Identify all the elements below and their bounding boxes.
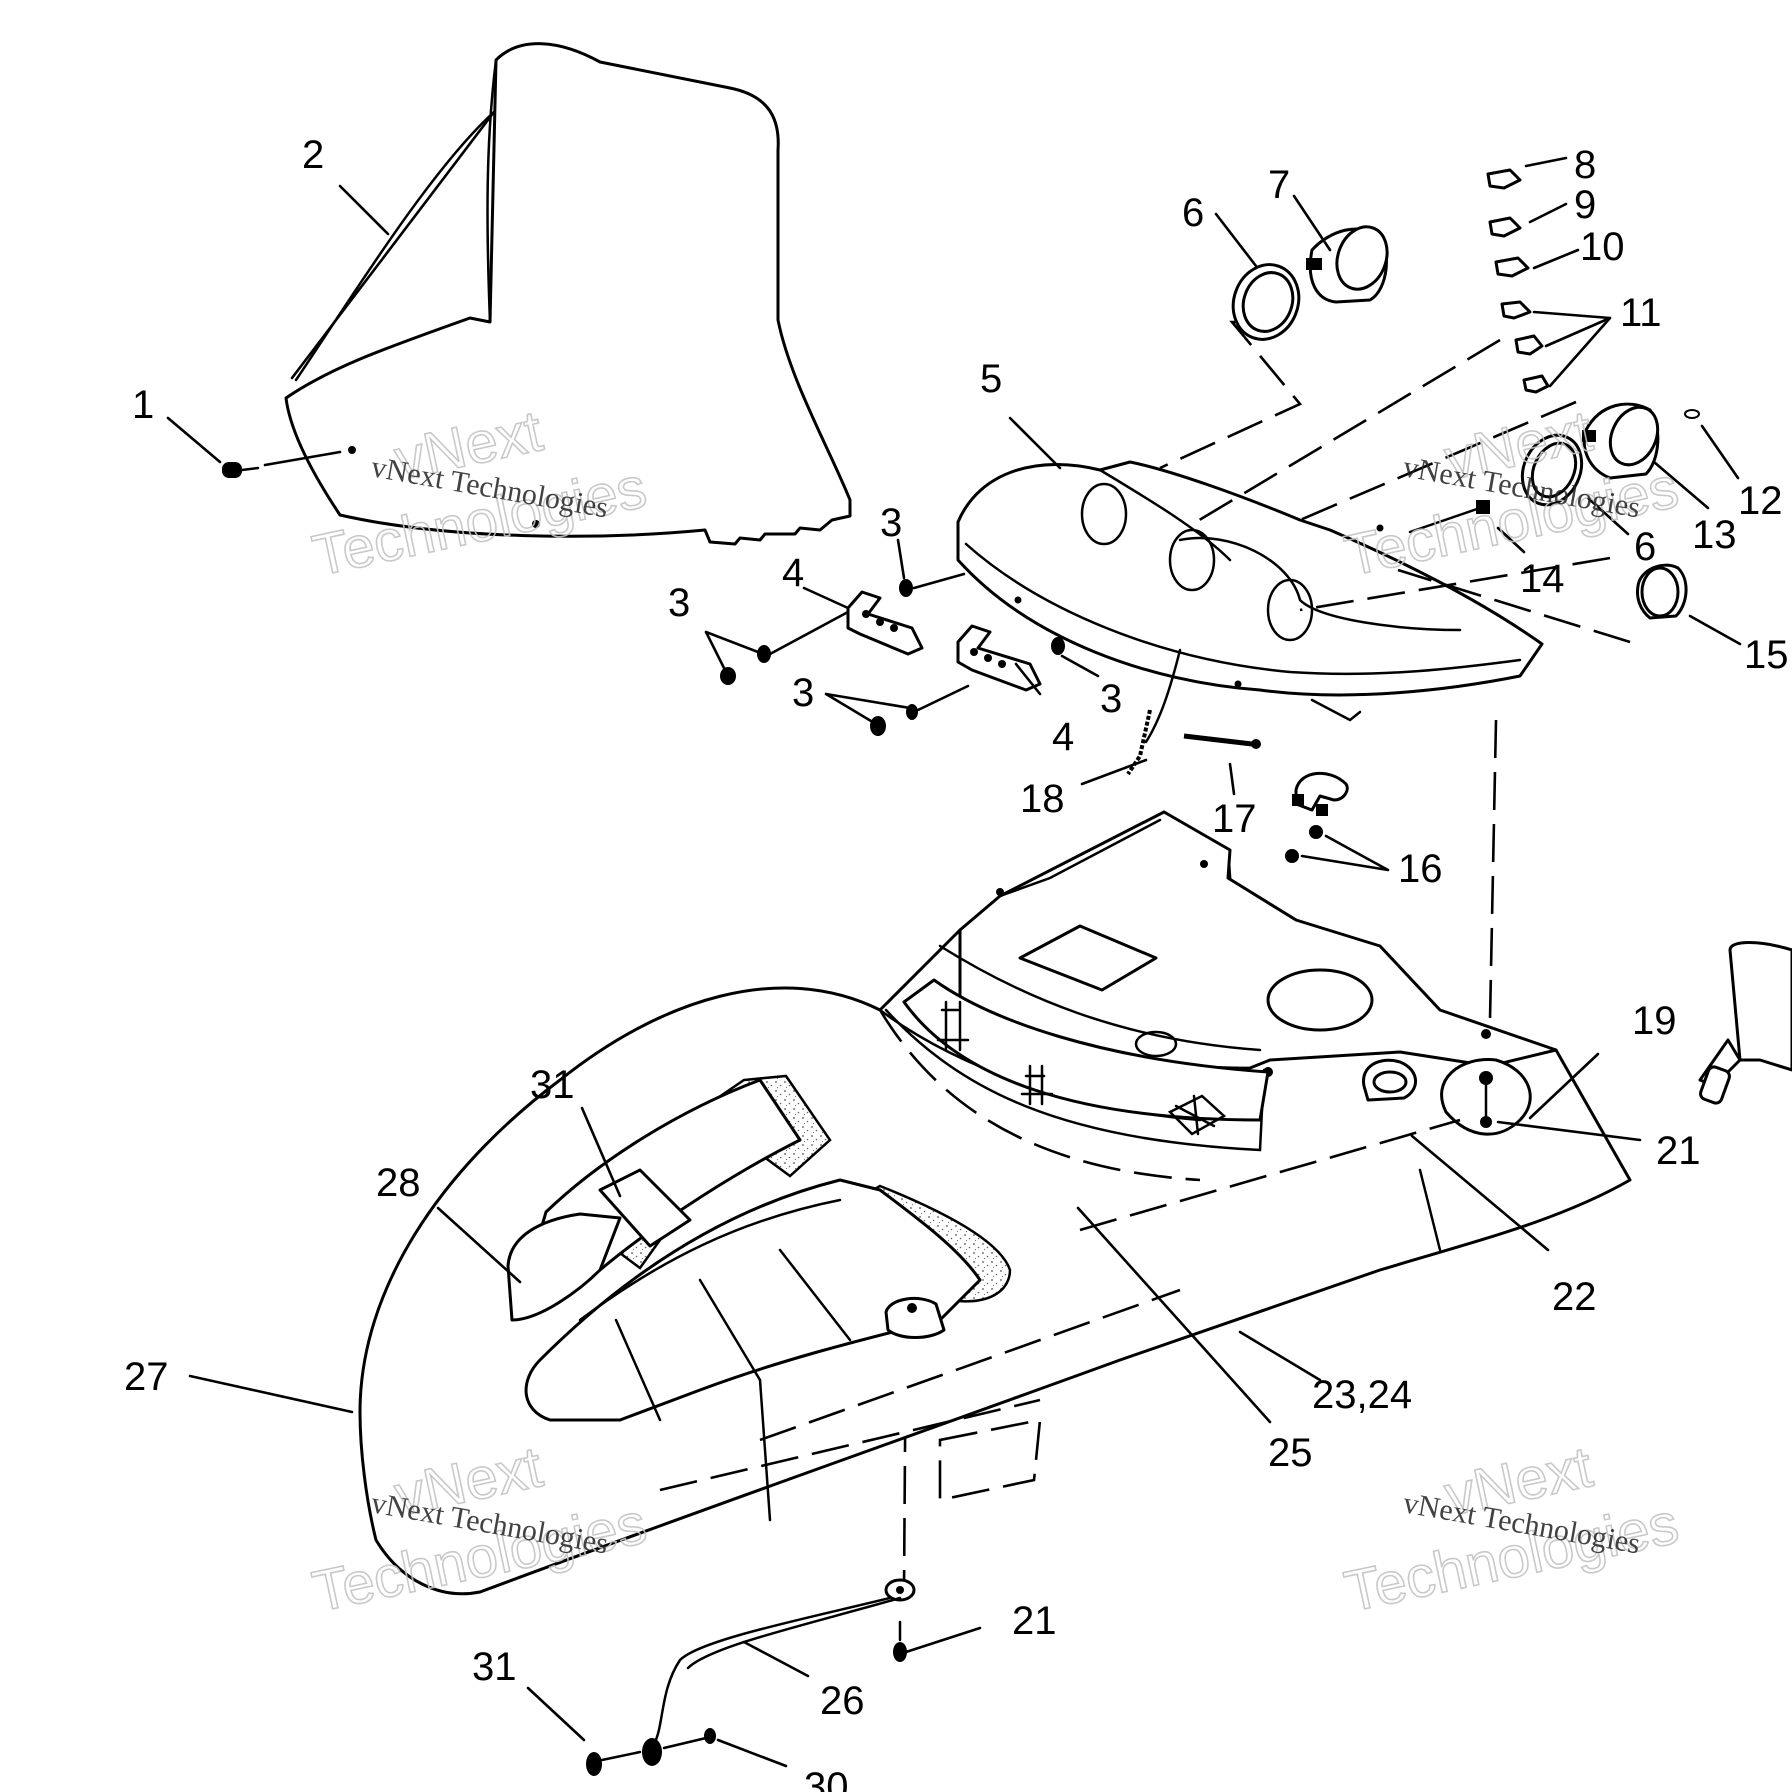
windshield [284, 42, 852, 546]
callout-6: 6 [1182, 191, 1204, 235]
callout-leaders [166, 110, 1742, 1768]
callout-16: 16 [1398, 847, 1443, 891]
callout-31: 31 [530, 1063, 575, 1107]
tachometer [1520, 402, 1700, 507]
callout-21: 21 [1012, 1599, 1057, 1643]
callout-7: 7 [1268, 163, 1290, 207]
pod-hardware [1126, 648, 1349, 863]
gauge-ring-left [1231, 263, 1301, 341]
indicator-lamps [1486, 168, 1550, 394]
mounting-brackets [720, 572, 1065, 736]
callout-13: 13 [1692, 513, 1737, 557]
callout-6: 6 [1634, 525, 1656, 569]
callout-18: 18 [1020, 777, 1065, 821]
callout-12: 12 [1738, 479, 1783, 523]
callout-26: 26 [820, 1679, 865, 1723]
callout-31: 31 [472, 1645, 517, 1689]
callout-4: 4 [1052, 715, 1074, 759]
callout-22: 22 [1552, 1275, 1597, 1319]
callout-2: 2 [302, 133, 324, 177]
callout-11: 11 [1620, 291, 1662, 335]
callout-14: 14 [1520, 557, 1565, 601]
callout-3: 3 [792, 671, 814, 715]
callout-28: 28 [376, 1161, 421, 1205]
tether-cable [586, 1578, 916, 1776]
instrument-pod [956, 460, 1544, 722]
callout-8: 8 [1574, 143, 1596, 187]
windshield-screw [222, 450, 342, 478]
callout-17: 17 [1212, 797, 1257, 841]
callout-3: 3 [1100, 677, 1122, 721]
callout-30: 30 [804, 1765, 849, 1792]
hood [358, 810, 1632, 1596]
bulb-and-socket [1408, 500, 1688, 620]
callout-3: 3 [668, 581, 690, 625]
callout-5: 5 [980, 357, 1002, 401]
callout-3: 3 [880, 501, 902, 545]
callout-4: 4 [782, 551, 804, 595]
callout-19: 19 [1632, 999, 1677, 1043]
callout-15: 15 [1744, 633, 1789, 677]
callout-23-24: 23,24 [1312, 1373, 1412, 1417]
callout-1: 1 [132, 383, 154, 427]
callout-10: 10 [1580, 225, 1625, 269]
callout-labels: 1 2 3 3 3 3 4 4 5 6 6 7 8 9 10 11 12 13 … [124, 133, 1789, 1792]
watermark-bottom-right: vNext Technologies vNext Technologies [1338, 1434, 1684, 1626]
callout-27: 27 [124, 1355, 169, 1399]
callout-9: 9 [1574, 183, 1596, 227]
side-bracket [1698, 941, 1792, 1105]
callout-25: 25 [1268, 1431, 1313, 1475]
callout-21: 21 [1656, 1129, 1701, 1173]
